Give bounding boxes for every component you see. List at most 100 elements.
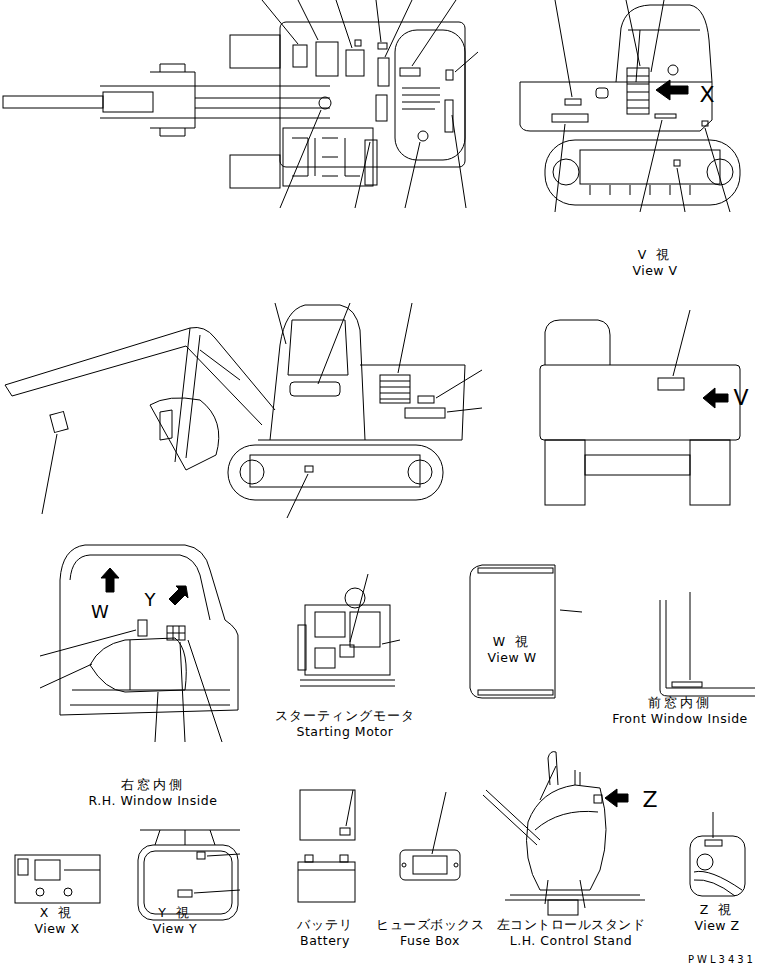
illustration-line (713, 812, 714, 838)
illustration-line (674, 160, 680, 166)
illustration-line (169, 586, 188, 605)
illustration-line (660, 600, 755, 696)
illustration-line (378, 58, 389, 86)
illustration-line (340, 828, 350, 835)
view-caption: View X (34, 922, 79, 936)
illustration-line (560, 610, 582, 612)
view-caption: Front Window Inside (612, 712, 748, 726)
illustration-line (90, 638, 186, 692)
illustration-line (590, 185, 690, 195)
illustration-line (673, 310, 690, 376)
view-caption: View V (632, 264, 677, 278)
view-caption: スターティングモータ (275, 709, 415, 723)
illustration-line (470, 565, 555, 698)
view-caption: V 視 (638, 248, 673, 262)
illustration-line (150, 398, 219, 470)
front-window (660, 592, 755, 696)
illustration-line (230, 35, 280, 68)
illustration-line (580, 150, 720, 184)
illustration-line (340, 855, 348, 862)
illustration-line (705, 840, 722, 846)
illustration-line (280, 110, 466, 208)
illustration-line (60, 545, 238, 715)
illustration-line (150, 72, 195, 128)
illustration-line (505, 895, 645, 900)
illustration-line (346, 790, 353, 826)
illustration-line (160, 64, 185, 136)
illustration-line (64, 870, 100, 871)
view-letter: Y (145, 590, 156, 610)
illustration-line (672, 682, 702, 687)
illustration-line (197, 852, 205, 859)
illustration-line (100, 86, 330, 118)
side-view-left (5, 303, 482, 518)
illustration-line (690, 836, 745, 896)
cab-interior (40, 545, 238, 742)
illustration-line (418, 396, 434, 403)
view-caption: PWL3431 (688, 954, 756, 965)
illustration-line (70, 555, 230, 705)
illustration-line (300, 790, 355, 840)
illustration-line (140, 830, 240, 845)
illustration-line (144, 851, 232, 914)
illustration-line (655, 114, 676, 118)
illustration-line (402, 863, 406, 867)
starting-motor (298, 574, 400, 686)
illustration-line (72, 640, 230, 690)
illustration-line (262, 0, 478, 72)
illustration-line (545, 140, 740, 205)
illustration-line (555, 0, 664, 97)
illustration-line (594, 795, 602, 803)
illustration-line (346, 50, 364, 76)
illustration-line (378, 43, 387, 49)
illustration-line (380, 381, 410, 399)
illustration-line (616, 5, 712, 82)
illustration-line (553, 159, 579, 185)
illustration-line (627, 68, 649, 114)
view-caption: Fuse Box (400, 934, 460, 948)
view-caption: View Z (694, 919, 739, 933)
illustration-line (42, 434, 308, 518)
illustration-line (305, 466, 313, 472)
view-caption: View Y (153, 922, 197, 936)
illustration-line (270, 305, 365, 440)
view-w (470, 565, 582, 698)
illustration-line (15, 855, 100, 903)
view-caption: X 視 (40, 906, 75, 920)
illustration-line (319, 97, 331, 109)
illustration-line (552, 114, 588, 122)
illustration-line (300, 680, 395, 686)
illustration-line (565, 99, 581, 105)
illustration-line (292, 138, 360, 176)
illustration-line (540, 365, 740, 440)
illustration-line (167, 626, 185, 640)
illustration-line (288, 320, 348, 375)
illustration-line (36, 888, 44, 896)
illustration-line (535, 811, 598, 830)
illustration-line (258, 365, 465, 440)
illustration-line (355, 40, 361, 46)
illustration-line (230, 155, 280, 188)
illustration-line (316, 42, 338, 76)
illustration-line (703, 388, 728, 408)
illustration-line (35, 860, 60, 880)
side-view-v (520, 0, 740, 212)
illustration-line (178, 890, 192, 897)
illustration-line (298, 870, 355, 871)
illustration-line (315, 612, 345, 637)
illustration-line (605, 789, 628, 807)
illustration-line (596, 88, 608, 98)
illustration-line (666, 600, 755, 688)
illustration-line (454, 863, 458, 867)
fuse-box (400, 792, 460, 880)
illustration-line (101, 568, 119, 592)
illustration-line (290, 382, 340, 396)
illustration-line (555, 120, 730, 212)
illustration-line (478, 568, 553, 573)
view-z (690, 812, 745, 896)
illustration-line (527, 785, 607, 890)
illustration-line (315, 648, 335, 668)
view-caption: 右窓内側 (121, 778, 185, 792)
